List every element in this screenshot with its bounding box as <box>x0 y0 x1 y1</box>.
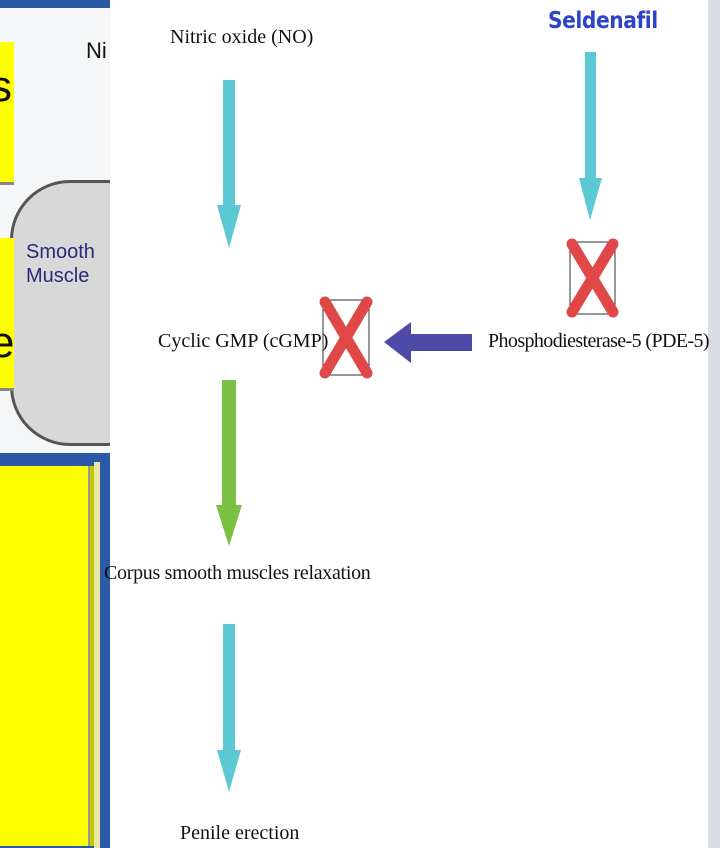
node-relaxation: Corpus smooth muscles relaxation <box>104 562 371 584</box>
slide-right-edge <box>708 0 720 848</box>
background-text-fragment-2: Ni <box>86 38 107 63</box>
arrow-cgmp-to-relaxation <box>216 380 242 546</box>
smooth-muscle-label: Smooth Muscle <box>26 240 95 288</box>
node-penile-erection: Penile erection <box>180 822 300 844</box>
arrow-relaxation-to-erection <box>217 624 241 792</box>
x-cross-icon-pde5 <box>566 238 619 318</box>
highlight-strip-top <box>0 42 14 185</box>
background-text-fragment-1: s <box>0 62 12 111</box>
highlight-panel-bottom <box>0 466 98 846</box>
node-pde5: Phosphodiesterase-5 (PDE-5) <box>488 330 710 352</box>
smooth-muscle-label-line-2: Muscle <box>26 265 90 287</box>
background-text-fragment-3: e <box>0 318 15 367</box>
node-cgmp: Cyclic GMP (cGMP) <box>158 330 329 352</box>
pathway-diagram-panel <box>110 0 710 848</box>
smooth-muscle-label-line-1: Smooth <box>26 241 95 263</box>
arrow-pde5-to-cgmp <box>384 322 472 363</box>
highlight-strip-middle <box>0 238 14 391</box>
highlight-panel-edge <box>94 462 100 848</box>
arrow-no-to-cgmp <box>217 80 241 248</box>
x-cross-icon-cgmp <box>319 296 373 379</box>
arrow-drug-to-pde5 <box>579 52 602 220</box>
node-nitric-oxide: Nitric oxide (NO) <box>170 26 314 48</box>
node-seldenafil: Seldenafil <box>548 8 658 34</box>
